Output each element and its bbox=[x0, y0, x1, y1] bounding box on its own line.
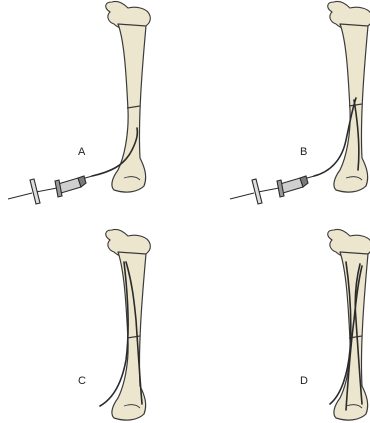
femur-shaft bbox=[334, 24, 368, 192]
inserter-syringe bbox=[8, 175, 96, 204]
panel-label-a: A bbox=[78, 146, 86, 158]
syringe-rod-end bbox=[8, 193, 32, 199]
femur-bone bbox=[328, 1, 370, 192]
panel-a: A bbox=[8, 1, 150, 204]
panel-label-d: D bbox=[300, 375, 308, 387]
syringe-plunger-rod bbox=[36, 188, 57, 192]
panel-label-b: B bbox=[300, 146, 307, 158]
inserter-syringe bbox=[230, 175, 318, 204]
femur-bone bbox=[106, 1, 151, 192]
panel-d: D bbox=[300, 229, 370, 420]
femur-bone bbox=[328, 229, 370, 420]
syringe-plunger-rod bbox=[258, 188, 279, 192]
panel-label-c: C bbox=[78, 375, 86, 387]
panel-c: C bbox=[78, 229, 150, 420]
panel-b: B bbox=[230, 1, 370, 204]
syringe-rod-end bbox=[230, 193, 254, 199]
